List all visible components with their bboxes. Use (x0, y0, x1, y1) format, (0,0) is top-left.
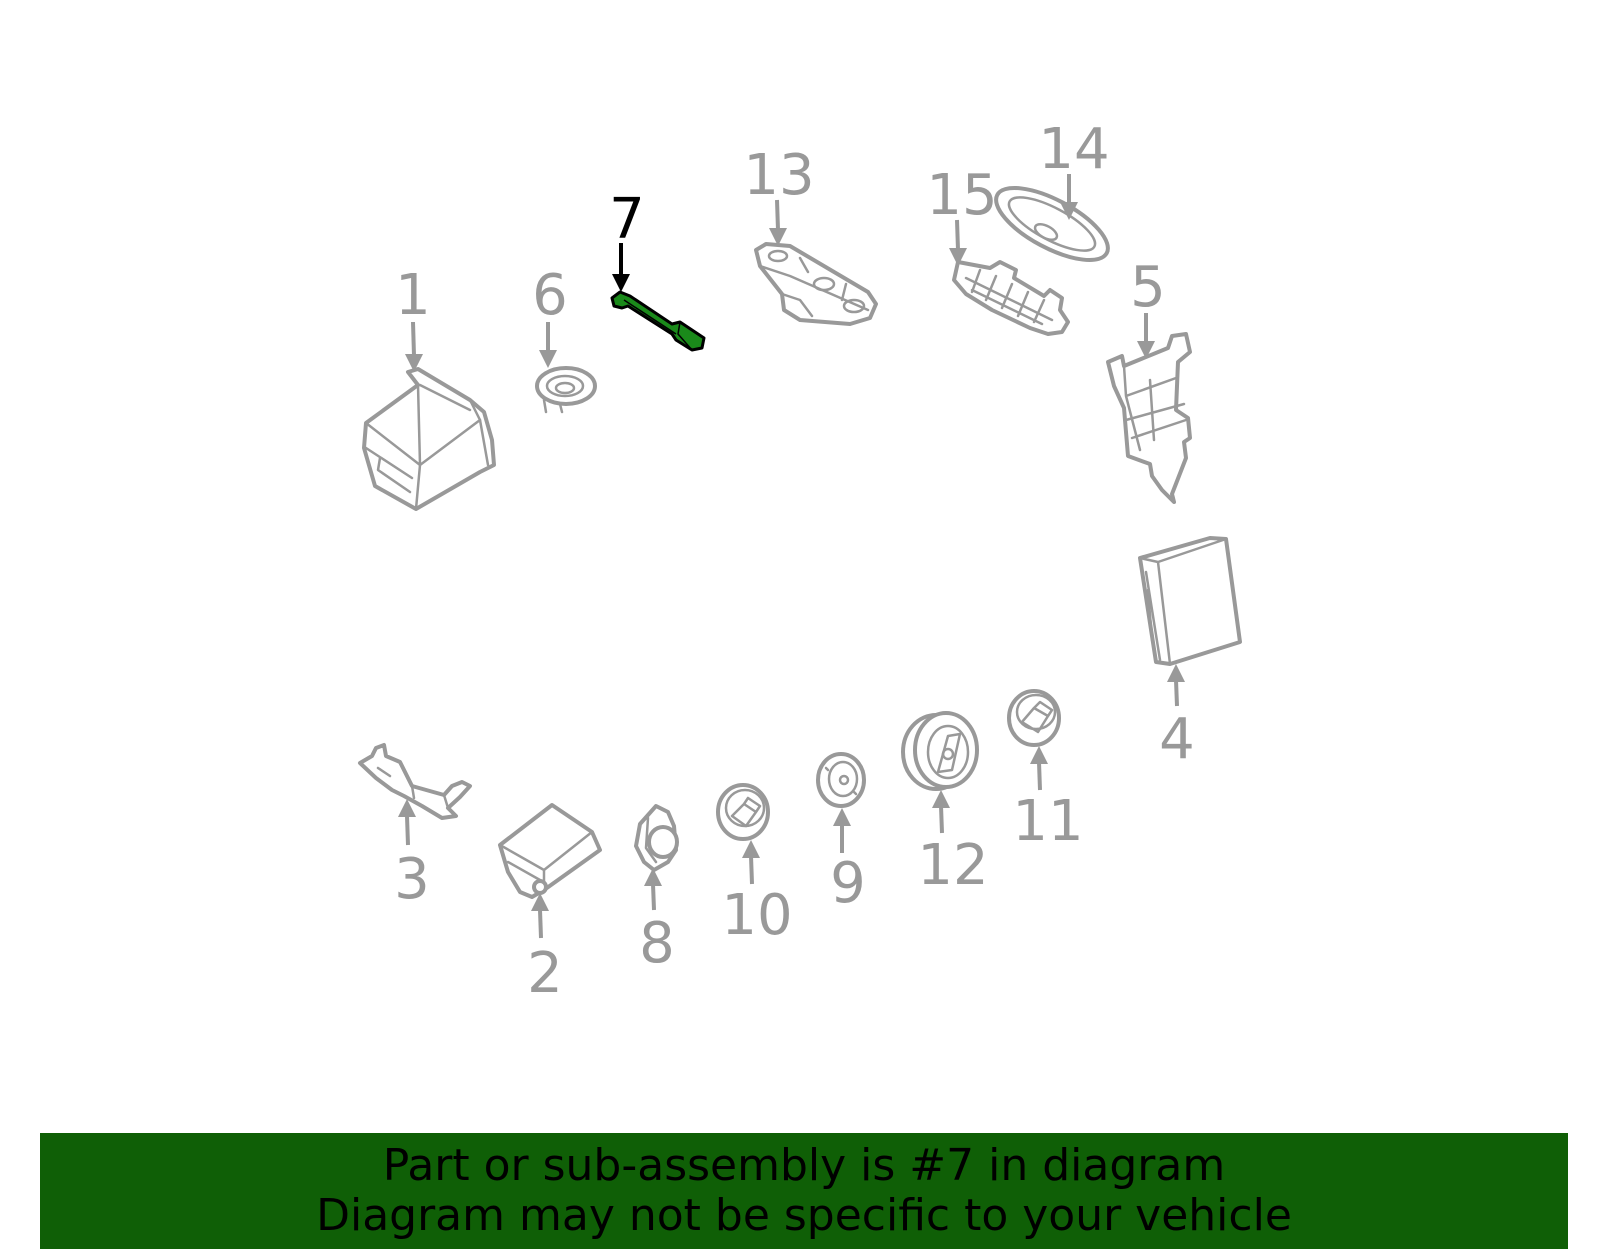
callout-2: 2 (527, 893, 563, 1006)
part-9-speaker (816, 752, 866, 808)
callout-13: 13 (743, 143, 815, 246)
banner-line-disclaimer: Diagram may not be specific to your vehi… (316, 1190, 1292, 1241)
callout-label: 6 (532, 263, 568, 328)
callout-11: 11 (1012, 746, 1084, 854)
callout-label: 2 (527, 941, 563, 1006)
callout-label: 15 (926, 163, 997, 228)
callout-label-highlighted: 7 (609, 187, 645, 252)
callout-8: 8 (639, 868, 675, 976)
callout-1: 1 (395, 263, 431, 372)
callout-7: 7 (609, 187, 645, 292)
callout-label: 10 (721, 883, 792, 948)
part-4-control-module (1138, 536, 1242, 666)
callout-5: 5 (1130, 255, 1166, 359)
callout-6: 6 (532, 263, 568, 368)
part-11-speaker (1007, 689, 1061, 747)
callout-label: 11 (1012, 789, 1083, 854)
callout-label: 5 (1130, 255, 1166, 320)
part-2-module (498, 803, 602, 899)
callout-label: 12 (917, 833, 988, 898)
part-13-speaker-bracket (754, 242, 878, 326)
callout-14: 14 (1038, 117, 1110, 220)
callout-label: 1 (395, 263, 431, 328)
callout-label: 8 (639, 911, 675, 976)
part-15-speaker-grille (952, 260, 1070, 336)
banner-line-part: Part or sub-assembly is #7 in diagram (382, 1140, 1226, 1191)
part-10-speaker (716, 783, 770, 841)
callout-label: 9 (830, 851, 866, 916)
part-6-tweeter (535, 366, 597, 414)
part-14-oval-speaker (994, 185, 1110, 263)
callout-label: 13 (743, 143, 814, 208)
part-8-speaker-housing (634, 804, 679, 872)
callout-12: 12 (917, 790, 989, 898)
callout-10: 10 (721, 840, 793, 948)
callout-label: 4 (1159, 707, 1195, 772)
callout-4: 4 (1159, 664, 1195, 772)
info-banner: Part or sub-assembly is #7 in diagram Di… (40, 1133, 1568, 1249)
callout-label: 14 (1038, 117, 1109, 182)
part-3-bracket (358, 743, 472, 820)
callout-label: 3 (394, 847, 430, 912)
callout-15: 15 (926, 163, 998, 266)
callout-9: 9 (830, 808, 866, 916)
part-12-speaker (901, 711, 979, 791)
part-1-housing (362, 367, 496, 511)
part-7-highlighted (610, 290, 706, 352)
callout-3: 3 (394, 799, 430, 912)
part-5-vertical-bracket (1106, 332, 1192, 504)
